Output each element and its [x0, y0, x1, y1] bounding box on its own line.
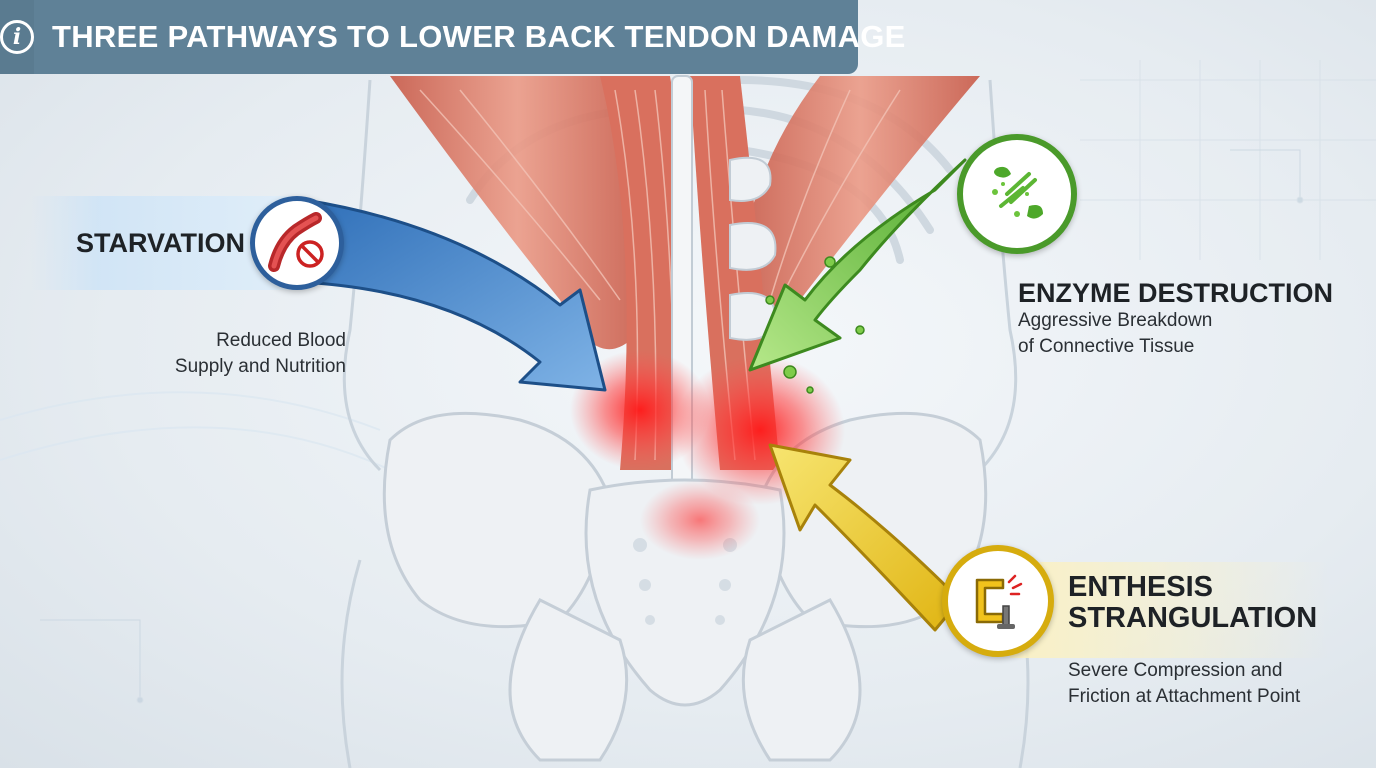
enthesis-badge	[942, 545, 1054, 657]
starvation-arrow	[298, 198, 607, 392]
starvation-badge	[250, 196, 344, 290]
enthesis-title-line1: ENTHESIS	[1068, 571, 1214, 603]
clamp-icon	[975, 574, 1023, 629]
page-title: THREE PATHWAYS TO LOWER BACK TENDON DAMA…	[52, 19, 906, 54]
starvation-description: Reduced Blood Supply and Nutrition	[175, 328, 346, 380]
starvation-desc-line2: Supply and Nutrition	[174, 356, 346, 377]
background-grid	[0, 60, 1376, 704]
enthesis-arrow	[768, 443, 962, 632]
enzyme-desc-line1: Aggressive Breakdown	[1018, 310, 1213, 331]
enzyme-title: ENZYME DESTRUCTION	[1018, 278, 1334, 308]
enthesis-title: ENTHESIS STRANGULATION	[1068, 572, 1317, 634]
enzyme-description: Aggressive Breakdown of Connective Tissu…	[1018, 308, 1212, 360]
enzyme-desc-line2: of Connective Tissue	[1018, 336, 1195, 357]
enzyme-badge	[957, 134, 1077, 254]
enthesis-desc-line2: Friction at Attachment Point	[1068, 686, 1301, 707]
enthesis-description: Severe Compression and Friction at Attac…	[1068, 658, 1300, 710]
enzyme-fiber-breakdown-icon	[992, 166, 1043, 219]
starvation-title: STARVATION	[76, 228, 246, 258]
enzyme-arrow	[748, 158, 967, 394]
enthesis-title-line2: STRANGULATION	[1068, 602, 1318, 634]
enthesis-band	[1010, 562, 1330, 658]
info-button[interactable]: i	[0, 0, 34, 74]
blood-vessel-blocked-icon	[268, 212, 324, 272]
title-bar: i THREE PATHWAYS TO LOWER BACK TENDON DA…	[0, 0, 905, 74]
enthesis-desc-line1: Severe Compression and	[1068, 660, 1283, 681]
starvation-desc-line1: Reduced Blood	[216, 330, 346, 351]
info-icon: i	[0, 20, 34, 54]
